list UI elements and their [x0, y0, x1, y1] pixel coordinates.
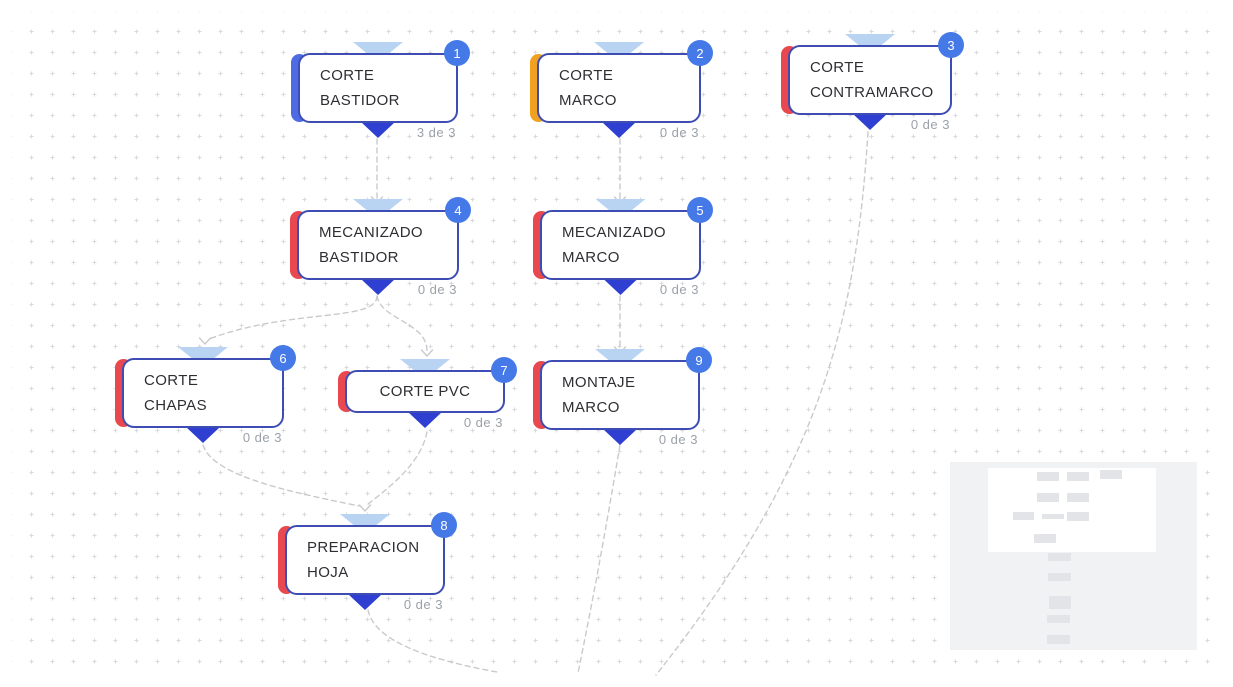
node-order-badge: 8 — [431, 512, 457, 538]
input-handle[interactable] — [353, 199, 403, 210]
node-order-badge: 4 — [445, 197, 471, 223]
minimap-node — [1047, 635, 1070, 644]
node-progress-counter: 0 de 3 — [463, 415, 503, 430]
edge-arrowhead-icon — [198, 337, 212, 345]
node-box: MECANIZADO BASTIDOR — [297, 210, 459, 280]
node-order-badge: 5 — [687, 197, 713, 223]
input-handle[interactable] — [340, 514, 390, 525]
node-progress-counter: 0 de 3 — [658, 432, 698, 447]
minimap-node — [1067, 472, 1089, 481]
flow-edge-mecanizado-bastidor-to-corte-chapas — [208, 295, 378, 340]
node-progress-counter: 3 de 3 — [416, 125, 456, 140]
node-box: CORTE BASTIDOR — [298, 53, 458, 123]
minimap-node — [1047, 615, 1070, 623]
node-progress-counter: 0 de 3 — [417, 282, 457, 297]
minimap-node — [1049, 596, 1071, 609]
flow-node-montaje-marco[interactable]: MONTAJE MARCO 9 0 de 3 — [533, 347, 712, 447]
minimap-node — [1013, 512, 1034, 520]
node-progress-counter: 0 de 3 — [659, 282, 699, 297]
flow-node-preparacion-hoja[interactable]: PREPARACION HOJA 8 0 de 3 — [278, 512, 457, 612]
minimap-viewport[interactable] — [988, 468, 1156, 552]
minimap-node — [1048, 573, 1071, 581]
flow-node-mecanizado-marco[interactable]: MECANIZADO MARCO 5 0 de 3 — [533, 197, 713, 297]
input-handle[interactable] — [595, 199, 646, 210]
minimap-node — [1048, 553, 1071, 561]
input-handle[interactable] — [594, 42, 644, 53]
node-label: MECANIZADO BASTIDOR — [319, 224, 424, 266]
node-label: CORTE PVC — [379, 383, 471, 400]
input-handle[interactable] — [595, 349, 645, 360]
node-box: MONTAJE MARCO — [540, 360, 700, 430]
minimap[interactable] — [950, 462, 1197, 650]
input-handle[interactable] — [353, 42, 403, 53]
node-label: CORTE MARCO — [559, 67, 617, 109]
node-label: CORTE CHAPAS — [144, 372, 207, 414]
minimap-node — [1067, 512, 1089, 521]
minimap-node — [1042, 514, 1064, 519]
node-progress-counter: 0 de 3 — [659, 125, 699, 140]
node-progress-counter: 0 de 3 — [910, 117, 950, 132]
node-progress-counter: 0 de 3 — [403, 597, 443, 612]
edge-arrowhead-icon — [420, 349, 434, 357]
flow-node-corte-contramarco[interactable]: CORTE CONTRAMARCO 3 0 de 3 — [781, 32, 964, 132]
node-order-badge: 6 — [270, 345, 296, 371]
node-order-badge: 1 — [444, 40, 470, 66]
flow-edge-preparacion-hoja-to-offscreen — [367, 609, 498, 673]
node-order-badge: 3 — [938, 32, 964, 58]
node-order-badge: 7 — [491, 357, 517, 383]
input-handle[interactable] — [178, 347, 228, 358]
node-box: CORTE MARCO — [537, 53, 701, 123]
flow-edge-mecanizado-bastidor-to-corte-pvc — [376, 295, 428, 352]
flow-node-corte-marco[interactable]: CORTE MARCO 2 0 de 3 — [530, 40, 713, 140]
node-box: CORTE CHAPAS — [122, 358, 284, 428]
node-order-badge: 9 — [686, 347, 712, 373]
flow-edge-corte-pvc-to-preparacion-hoja — [366, 431, 428, 506]
minimap-node — [1037, 493, 1059, 502]
flow-node-corte-pvc[interactable]: CORTE PVC 7 0 de 3 — [338, 357, 517, 430]
input-handle[interactable] — [845, 34, 895, 45]
minimap-node — [1034, 534, 1056, 543]
flow-node-corte-chapas[interactable]: CORTE CHAPAS 6 0 de 3 — [115, 345, 296, 445]
flow-edge-montaje-marco-to-offscreen — [577, 444, 621, 674]
flow-edge-corte-chapas-to-preparacion-hoja — [202, 444, 360, 507]
minimap-node — [1037, 472, 1059, 481]
flow-node-corte-bastidor[interactable]: CORTE BASTIDOR 1 3 de 3 — [291, 40, 470, 140]
node-label: PREPARACION HOJA — [307, 539, 420, 581]
node-label: CORTE CONTRAMARCO — [810, 59, 934, 101]
node-box: CORTE CONTRAMARCO — [788, 45, 952, 115]
input-handle[interactable] — [400, 359, 450, 370]
node-label: MECANIZADO MARCO — [562, 224, 667, 266]
node-box: CORTE PVC — [345, 370, 505, 413]
node-label: MONTAJE MARCO — [562, 374, 636, 416]
minimap-node — [1100, 470, 1122, 479]
edge-arrowhead-icon — [358, 504, 372, 512]
node-progress-counter: 0 de 3 — [242, 430, 282, 445]
flow-node-mecanizado-bastidor[interactable]: MECANIZADO BASTIDOR 4 0 de 3 — [290, 197, 471, 297]
node-box: PREPARACION HOJA — [285, 525, 445, 595]
node-label: CORTE BASTIDOR — [320, 67, 400, 109]
minimap-node — [1067, 493, 1089, 502]
flow-edge-corte-contramarco-to-offscreen — [655, 131, 869, 676]
node-order-badge: 2 — [687, 40, 713, 66]
node-box: MECANIZADO MARCO — [540, 210, 701, 280]
